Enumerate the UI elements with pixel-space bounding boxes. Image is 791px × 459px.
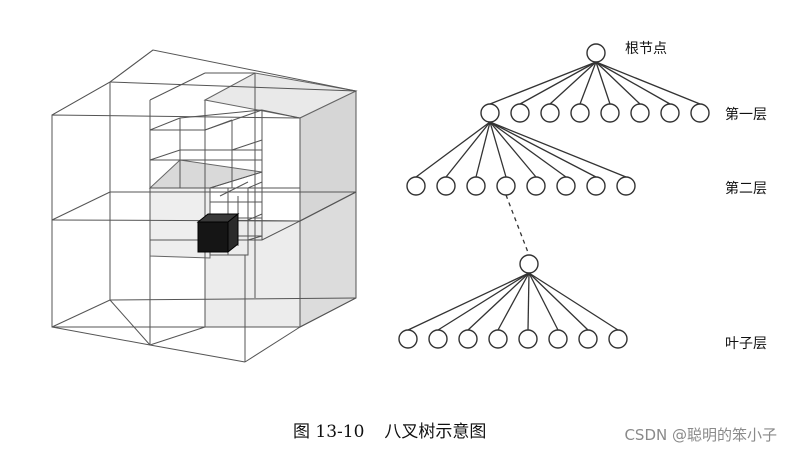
tree-edge bbox=[549, 61, 597, 105]
leaf-node bbox=[488, 329, 508, 349]
tree-edge bbox=[489, 121, 567, 178]
tree-edge bbox=[497, 272, 530, 331]
tree-ellipsis-edge bbox=[505, 194, 530, 256]
tree-edge bbox=[528, 272, 559, 331]
leaf-node bbox=[518, 329, 538, 349]
tree-edge bbox=[415, 121, 491, 178]
tree-edge bbox=[407, 272, 530, 331]
level1-node bbox=[690, 103, 710, 123]
level2-node bbox=[406, 176, 426, 196]
leaf-node bbox=[578, 329, 598, 349]
level1-node bbox=[630, 103, 650, 123]
tree-edge bbox=[437, 272, 530, 331]
tree-edge bbox=[595, 61, 641, 105]
level2-node bbox=[616, 176, 636, 196]
level1-node bbox=[480, 103, 500, 123]
level1-node bbox=[510, 103, 530, 123]
leaf-node bbox=[398, 329, 418, 349]
tree-edge bbox=[528, 272, 589, 331]
tree-edge bbox=[489, 121, 627, 178]
tree-edge bbox=[579, 61, 597, 105]
leaf-label: 叶子层 bbox=[725, 336, 767, 352]
tree-edge bbox=[489, 121, 597, 178]
tree-edge bbox=[467, 272, 530, 331]
level2-label: 第二层 bbox=[725, 181, 767, 197]
level1-label: 第一层 bbox=[725, 107, 767, 123]
leaf-node bbox=[428, 329, 448, 349]
tree-edge bbox=[475, 121, 491, 178]
leaf-node bbox=[608, 329, 628, 349]
level2-node bbox=[526, 176, 546, 196]
solid-leaf-cube-side bbox=[227, 212, 239, 254]
tree-edge bbox=[445, 121, 491, 178]
tree-edge bbox=[595, 61, 701, 105]
level1-node bbox=[570, 103, 590, 123]
leaf-node bbox=[458, 329, 478, 349]
caption-number: 图 13-10 bbox=[293, 422, 365, 442]
tree-edge bbox=[527, 272, 530, 331]
level2-node bbox=[436, 176, 456, 196]
tree-edge bbox=[489, 121, 507, 178]
root-node bbox=[586, 43, 606, 63]
tree-edge bbox=[528, 272, 619, 331]
level1-node bbox=[600, 103, 620, 123]
octree-cube bbox=[51, 49, 358, 363]
tree-edge bbox=[595, 61, 611, 105]
level2-node bbox=[586, 176, 606, 196]
tree-edge bbox=[595, 61, 671, 105]
watermark: CSDN @聪明的笨小子 bbox=[624, 426, 777, 444]
solid-leaf-cube-front bbox=[197, 221, 229, 253]
level1-node bbox=[540, 103, 560, 123]
level2-node bbox=[556, 176, 576, 196]
level2-node bbox=[496, 176, 516, 196]
figure-caption: 图 13-10 八叉树示意图 bbox=[293, 417, 486, 442]
tree-edge bbox=[489, 121, 537, 178]
tree-edge bbox=[519, 61, 597, 105]
parent-of-leaf-node bbox=[519, 254, 539, 274]
level1-node bbox=[660, 103, 680, 123]
root-label: 根节点 bbox=[625, 41, 667, 57]
tree-edge bbox=[489, 61, 597, 105]
caption-title: 八叉树示意图 bbox=[384, 422, 487, 442]
octree-tree bbox=[398, 43, 710, 349]
leaf-node bbox=[548, 329, 568, 349]
level2-node bbox=[466, 176, 486, 196]
